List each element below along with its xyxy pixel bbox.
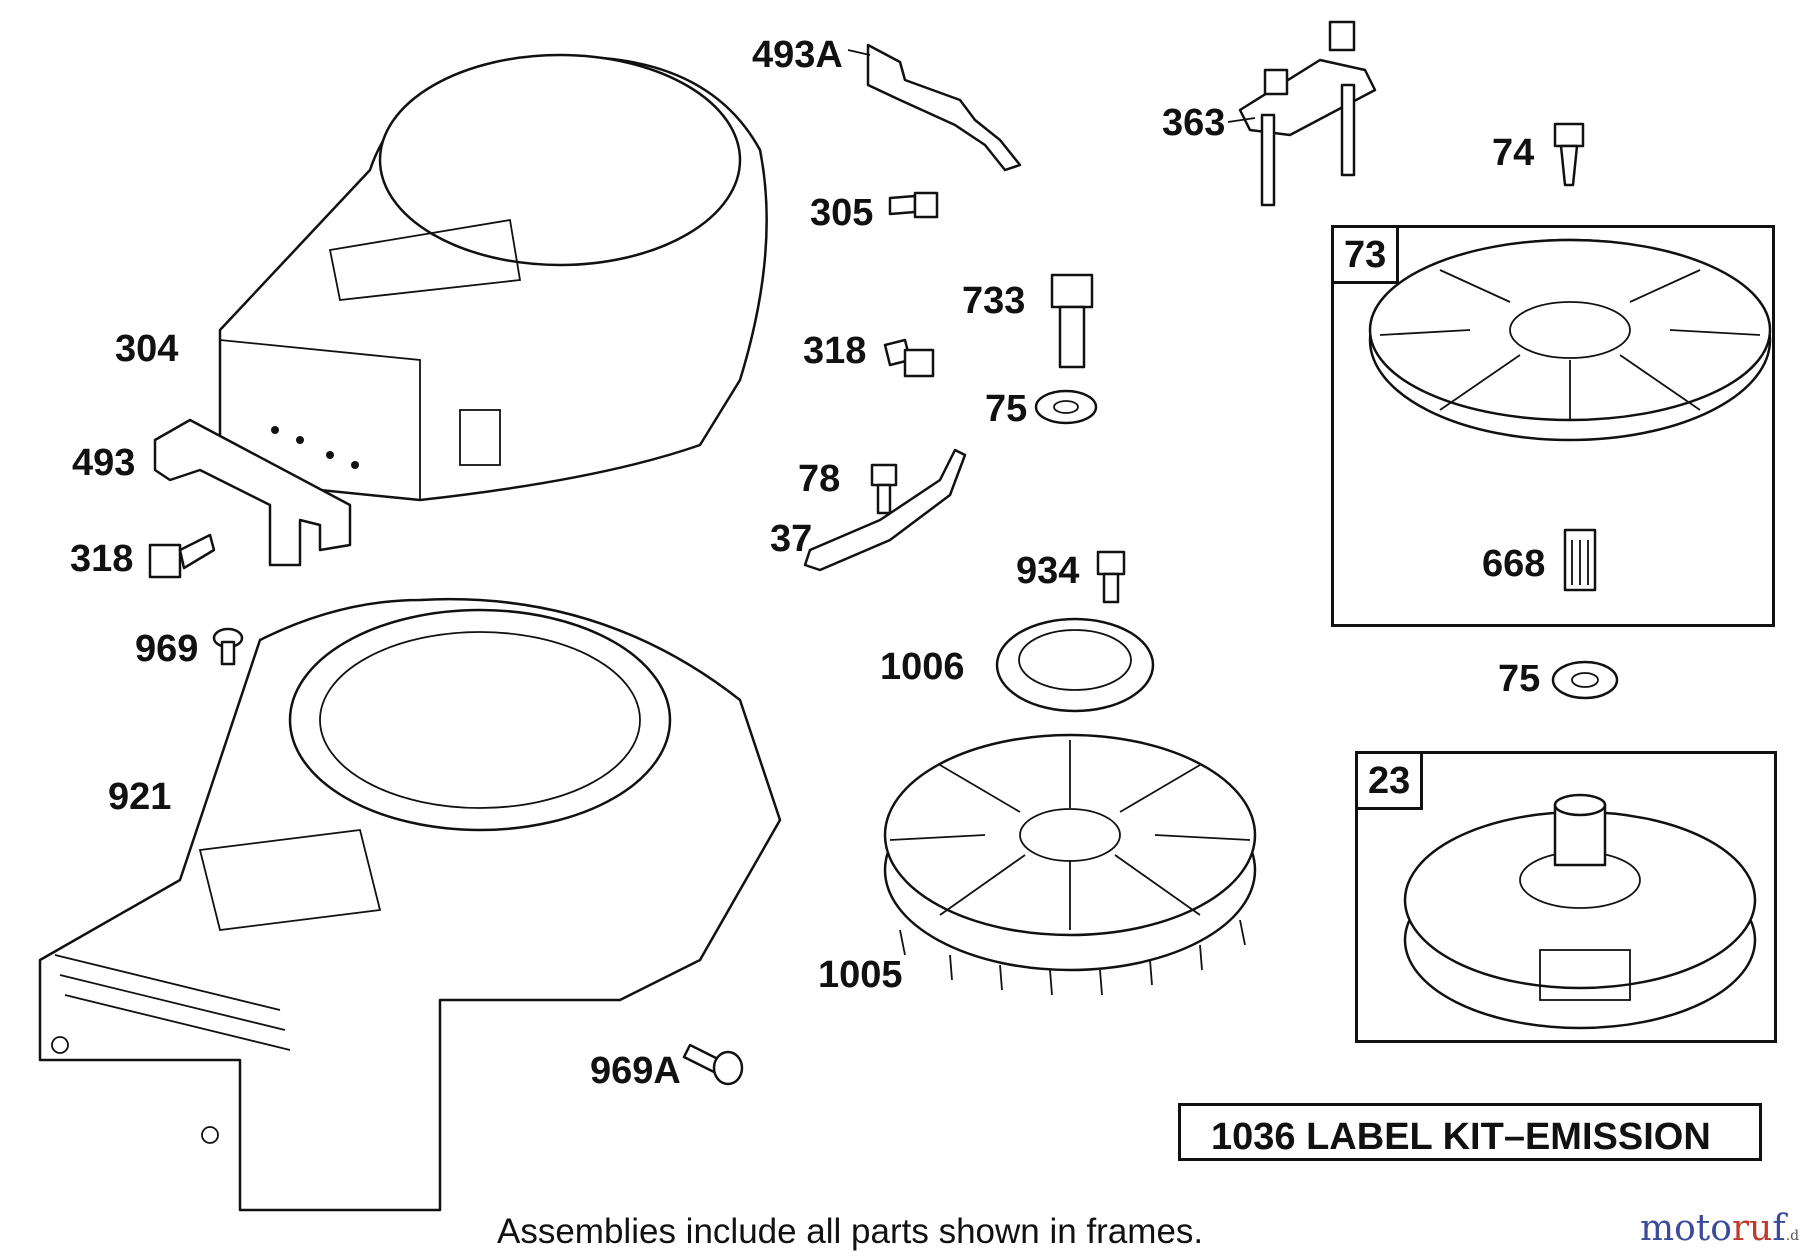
callout-969: 969 [135, 628, 199, 670]
callout-78: 78 [798, 458, 841, 500]
assembly-frame-73: 73 [1331, 225, 1775, 627]
callout-305: 305 [810, 192, 874, 234]
screw-318-lower [148, 533, 216, 579]
callout-921: 921 [108, 776, 172, 818]
callout-74: 74 [1492, 132, 1535, 174]
screw-74 [1553, 122, 1585, 187]
callout-1006: 1006 [880, 646, 965, 688]
callout-363: 363 [1162, 102, 1226, 144]
label-kit-box: 1036 LABEL KIT–EMISSION [1178, 1103, 1762, 1161]
frame-tag-23: 23 [1358, 754, 1424, 810]
callout-75-upper: 75 [985, 388, 1028, 430]
callout-318-lower: 318 [70, 538, 134, 580]
callout-493A: 493A [752, 34, 843, 76]
callout-318-upper: 318 [803, 330, 867, 372]
callout-37: 37 [770, 518, 813, 560]
motoruf-logo: motoruf.de [1640, 1208, 1800, 1249]
nut-668 [1563, 528, 1597, 592]
bracket-363 [1238, 20, 1377, 207]
callout-934: 934 [1016, 550, 1080, 592]
screw-934 [1096, 550, 1126, 604]
blower-housing-304 [218, 53, 768, 502]
flywheel-assembly-23 [1403, 793, 1757, 1030]
callout-493: 493 [72, 442, 136, 484]
callout-969A: 969A [590, 1050, 681, 1092]
screw-305 [888, 191, 939, 219]
ring-1006 [995, 617, 1155, 713]
bracket-493A [866, 43, 1022, 172]
callout-75-lower: 75 [1498, 658, 1541, 700]
footnote: Assemblies include all parts shown in fr… [497, 1212, 1204, 1251]
screw-969 [212, 627, 244, 666]
callout-733: 733 [962, 280, 1026, 322]
screw-318-upper [883, 338, 935, 378]
washer-75-lower [1551, 660, 1619, 700]
clip-37 [803, 448, 967, 572]
frame-tag-73: 73 [1334, 228, 1400, 284]
fan-screen-73 [1368, 238, 1772, 442]
leader-363 [1227, 117, 1256, 123]
screw-733 [1050, 273, 1094, 369]
blower-housing-921 [38, 597, 782, 1212]
leader-493A [847, 49, 871, 56]
flywheel-1005 [883, 733, 1257, 996]
washer-75-upper [1034, 389, 1098, 425]
screw-969A [682, 1043, 744, 1086]
bracket-493 [153, 418, 352, 567]
assembly-frame-23: 23 [1355, 751, 1777, 1043]
callout-668: 668 [1482, 543, 1546, 585]
callout-1005: 1005 [818, 954, 903, 996]
screw-78 [870, 463, 898, 515]
callout-304: 304 [115, 328, 179, 370]
